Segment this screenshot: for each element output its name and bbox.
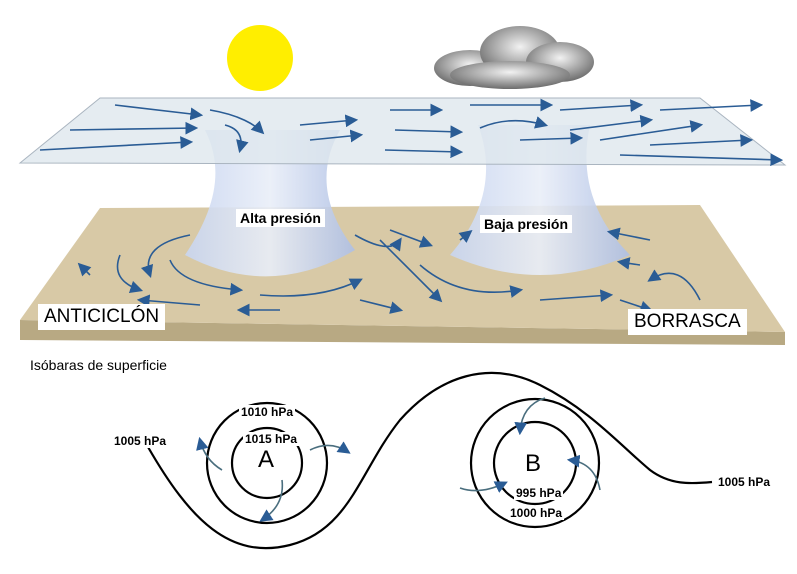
upper-wind-arrows (39, 98, 784, 167)
surface-wind-arrows (77, 227, 701, 317)
high-pressure-column (185, 130, 355, 277)
isobar-label-995: 995 hPa (514, 486, 564, 500)
sun-icon (227, 25, 293, 91)
isobar-map (147, 371, 713, 550)
storm-label: BORRASCA (628, 309, 747, 335)
isobar-1005 (147, 371, 713, 550)
low-center-label: B (525, 450, 542, 477)
isobar-1000 (469, 397, 601, 529)
isobar-label-1015: 1015 hPa (243, 432, 300, 446)
low-pressure-label: Baja presión (480, 215, 573, 233)
isobar-label-1010: 1010 hPa (239, 405, 296, 419)
cloud-icon (434, 26, 594, 89)
high-pressure-label: Alta presión (236, 209, 325, 227)
map-wind-arrows (196, 397, 601, 522)
anticyclone-label: ANTICICLÓN (38, 304, 166, 330)
section-title: Isóbaras de superficie (30, 357, 167, 373)
high-center-label: A (258, 446, 275, 473)
isobar-1015 (230, 426, 304, 500)
isobar-1010 (205, 401, 329, 525)
isobar-label-1000: 1000 hPa (508, 506, 565, 520)
upper-plane (18, 97, 787, 166)
isobar-label-1005-right: 1005 hPa (716, 475, 773, 489)
isobar-label-1005-left: 1005 hPa (112, 434, 169, 448)
